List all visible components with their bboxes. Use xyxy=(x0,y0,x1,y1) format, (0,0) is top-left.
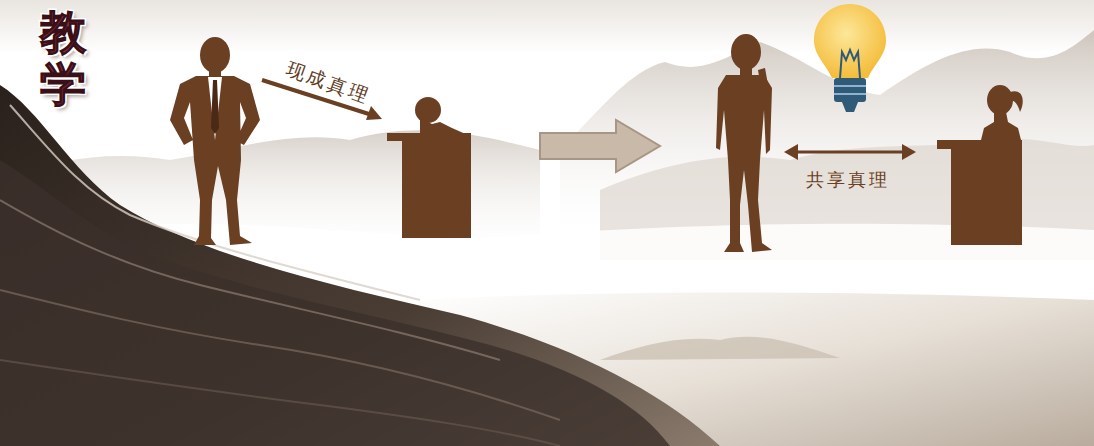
arrow-head xyxy=(902,144,916,160)
teacher-silhouette xyxy=(716,34,772,252)
head xyxy=(987,85,1013,115)
desk-top xyxy=(937,140,1022,149)
arrow-head xyxy=(784,144,798,160)
teacher-silhouette xyxy=(170,37,260,245)
ponytail xyxy=(1010,91,1023,112)
head xyxy=(200,37,230,73)
transition-arrow xyxy=(540,120,660,172)
neck xyxy=(740,66,752,76)
share-arrow xyxy=(794,151,906,154)
student-silhouette xyxy=(387,97,471,238)
bulb-base xyxy=(834,78,866,102)
shoulders xyxy=(980,112,1022,144)
arrow-head xyxy=(366,106,382,120)
screw-thread xyxy=(834,93,866,95)
head xyxy=(731,34,761,70)
cliff-layer xyxy=(0,160,670,446)
arrow-label: 共享真理 xyxy=(806,168,890,192)
student-silhouette xyxy=(937,85,1023,245)
light-bulb xyxy=(814,4,886,112)
bulb-glass xyxy=(814,4,886,78)
desk-body xyxy=(951,149,1022,245)
tie xyxy=(211,80,219,134)
desk-top xyxy=(387,133,471,141)
small-hill xyxy=(600,337,840,360)
cliff-ridge xyxy=(0,360,560,446)
cliff xyxy=(0,85,720,446)
bulb-tip xyxy=(842,102,858,112)
title-text: 教学 xyxy=(40,6,90,110)
thinking-arm xyxy=(752,68,770,116)
filament xyxy=(840,50,860,78)
head xyxy=(415,97,441,123)
desk-body xyxy=(402,141,471,238)
screw-thread xyxy=(834,85,866,87)
shirt xyxy=(208,77,222,140)
body xyxy=(170,76,260,245)
